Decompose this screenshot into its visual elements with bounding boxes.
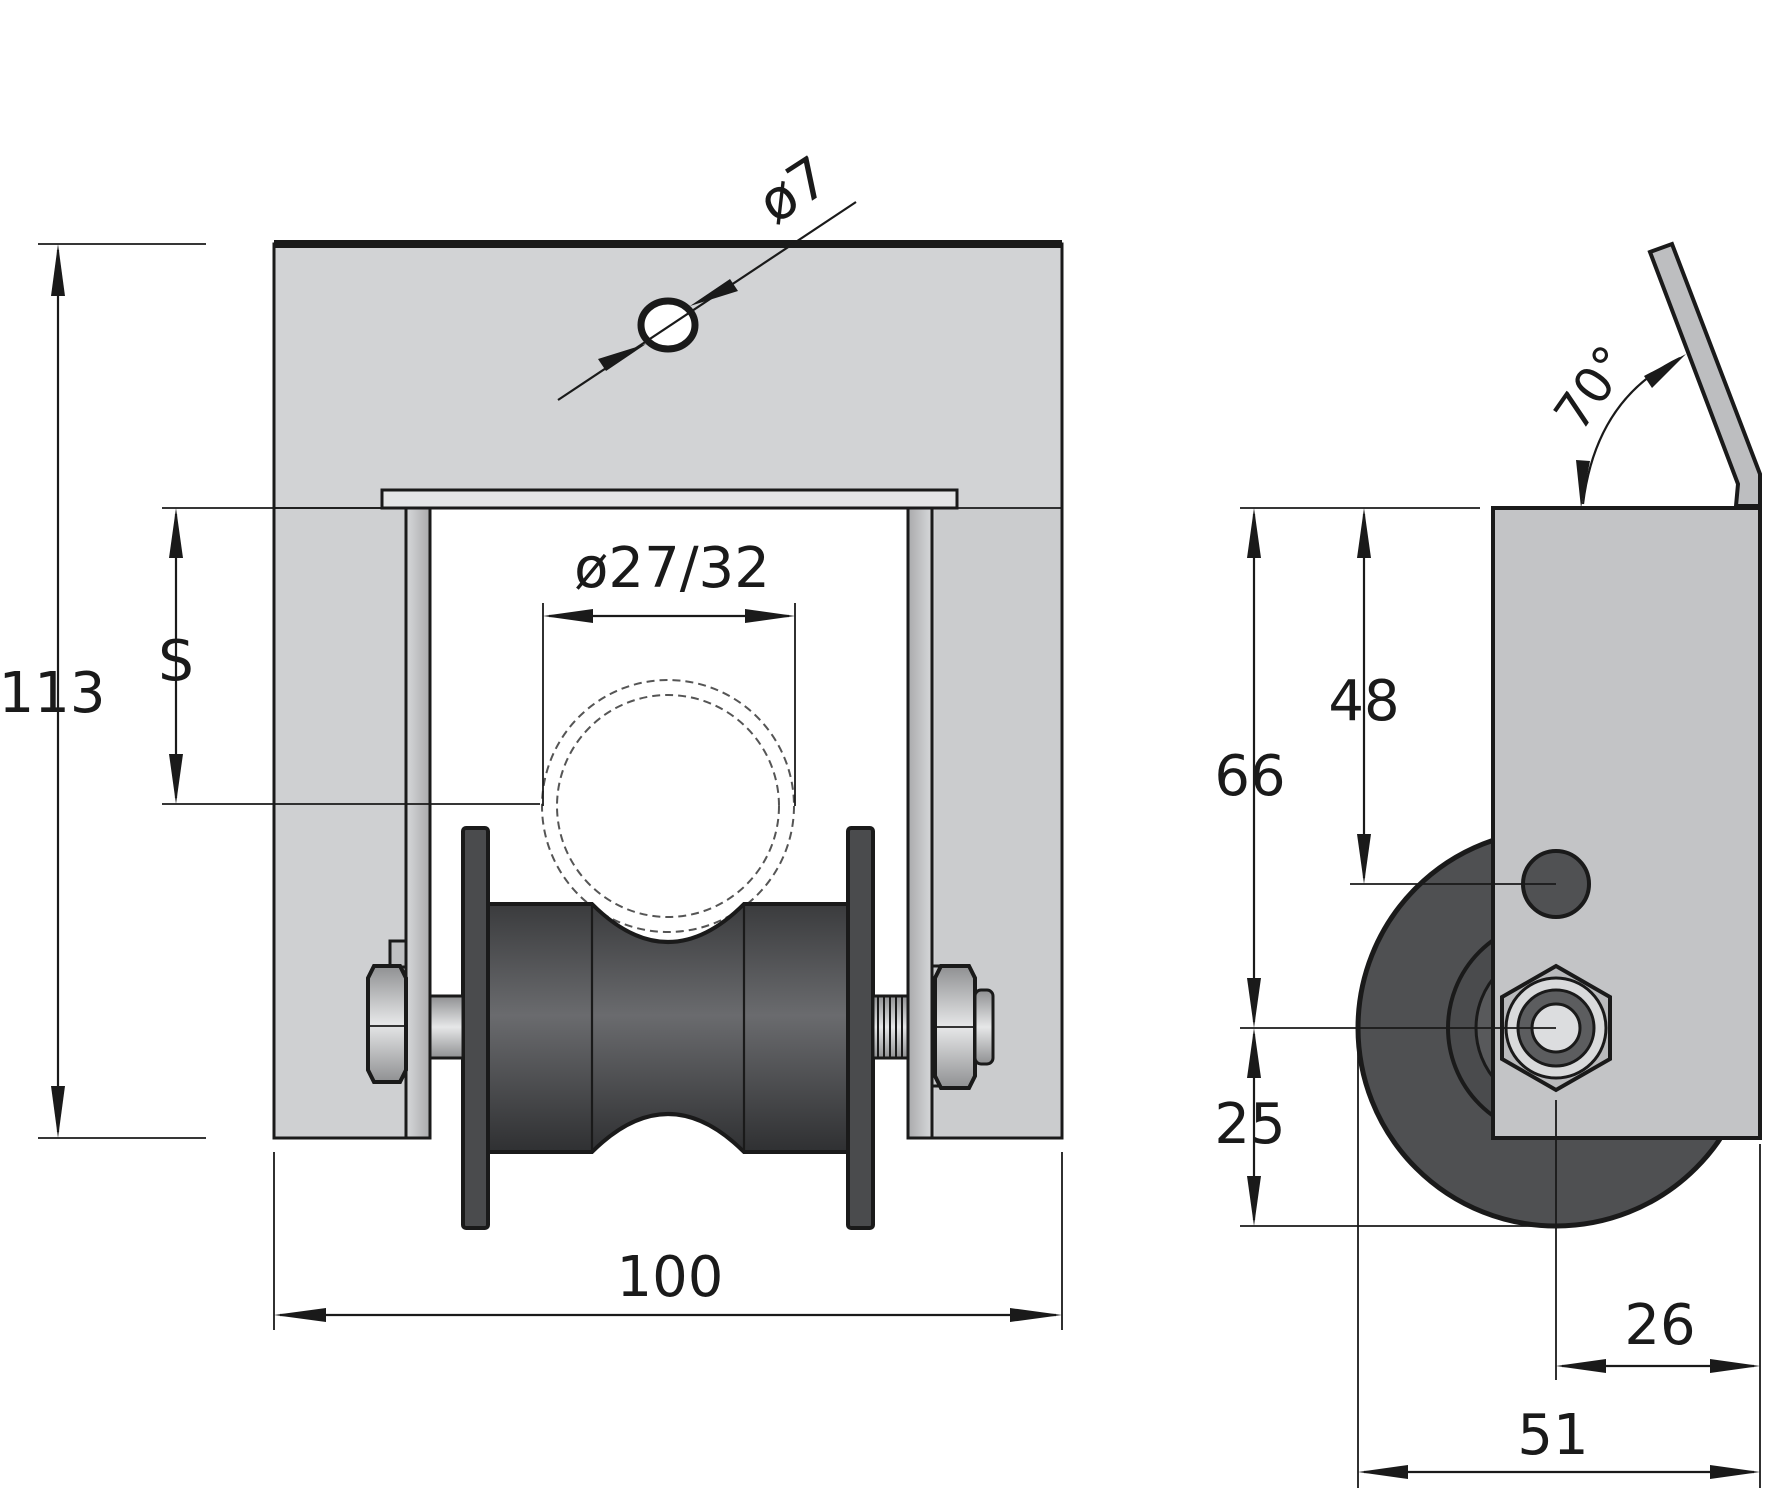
label-s: S — [158, 629, 194, 694]
tube-outline — [541, 679, 795, 933]
mounting-hole — [637, 297, 699, 353]
label-100: 100 — [617, 1245, 724, 1310]
label-113: 113 — [0, 661, 105, 726]
roller-disc-left — [461, 826, 490, 1230]
axle-bolt-left — [366, 939, 465, 1084]
label-hole-diameter: ø7 — [747, 144, 841, 237]
inner-flange-right — [906, 506, 934, 1140]
dim-26: 26 — [1555, 1100, 1761, 1488]
dim-113: 113 — [0, 243, 206, 1139]
roller-body — [486, 902, 850, 1154]
label-66: 66 — [1214, 744, 1285, 809]
bolt-head-left — [366, 964, 408, 1084]
label-angle: 70° — [1543, 335, 1641, 441]
label-25: 25 — [1214, 1092, 1285, 1157]
dim-51: 51 — [1357, 1040, 1760, 1488]
side-bent-tab — [1647, 241, 1762, 508]
roller-disc-right — [846, 826, 875, 1230]
label-26: 26 — [1624, 1293, 1695, 1358]
dim-100: 100 — [273, 1152, 1063, 1330]
inner-flange-top — [380, 488, 959, 510]
dim-angle: 70° — [1543, 335, 1686, 508]
dim-s: S — [158, 507, 540, 805]
axle-nut-right — [871, 964, 995, 1090]
inner-flange-left — [404, 506, 432, 1140]
dim-25: 25 — [1214, 1027, 1556, 1227]
front-view: 113 S ø27/32 ø7 — [0, 144, 1064, 1330]
dim-48: 48 — [1328, 508, 1556, 885]
dim-tube-diameter: ø27/32 — [542, 536, 796, 806]
dim-66: 66 — [1214, 507, 1480, 1028]
label-51: 51 — [1517, 1403, 1588, 1468]
label-tube-diameter: ø27/32 — [574, 536, 770, 601]
label-48: 48 — [1328, 669, 1399, 734]
side-view: 70° 66 48 25 — [1214, 241, 1762, 1488]
